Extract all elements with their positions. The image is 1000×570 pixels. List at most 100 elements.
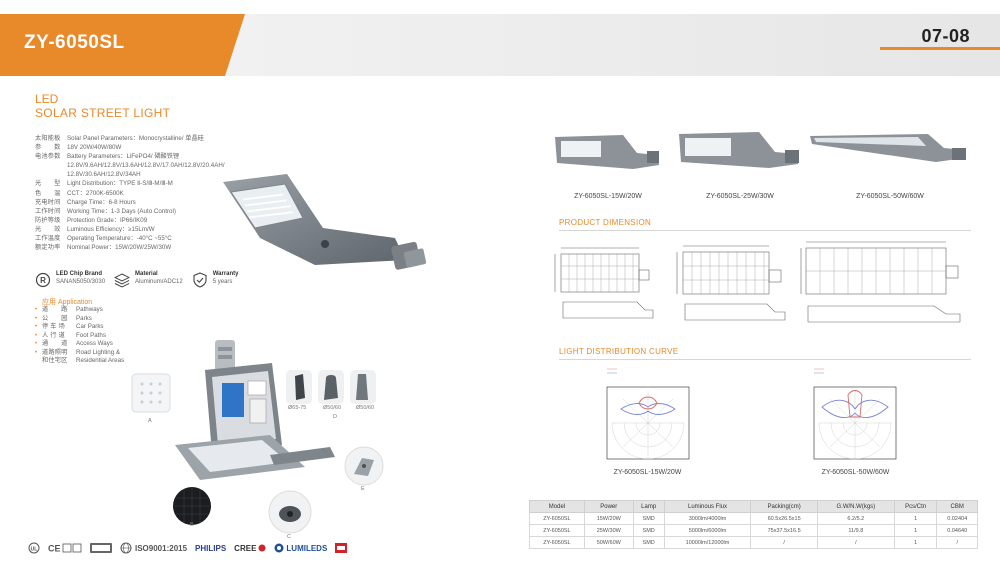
dimension-drawing-small — [554, 247, 654, 319]
table-cell: 1 — [893, 524, 938, 537]
material-layers-icon — [114, 273, 131, 288]
table-cell: / — [750, 536, 818, 549]
table-header-cell: Pcs/Ctn — [893, 500, 938, 513]
table-cell: SMD — [632, 524, 665, 537]
spec-item: 12.8V/9.6AH/12.8V/13.6AH/12.8V/17.0AH/12… — [67, 162, 225, 170]
table-row: ZY-6050SL 50W/60W SMD 10000lm/12000lm / … — [529, 536, 978, 549]
table-cell: 0.02404 — [936, 512, 978, 525]
iso-certificate: ISO9001:2015 — [120, 542, 187, 554]
part-d-diameter-1: Ø65-75 — [288, 405, 307, 411]
iso-text: ISO9001:2015 — [135, 543, 188, 553]
ul-mark-icon: UL — [28, 542, 40, 554]
product-subtitle: SOLAR STREET LIGHT — [35, 106, 171, 120]
table-cell: 6.2/5.2 — [816, 512, 895, 525]
table-row: ZY-6050SL 15W/20W SMD 3000lm/4000lm 60.5… — [529, 512, 978, 525]
part-a-label: A — [148, 418, 152, 424]
part-b-label: B — [190, 522, 194, 528]
light-distribution-title: LIGHT DISTRIBUTION CURVE — [559, 347, 679, 356]
table-header-cell: Luminous Flux — [663, 500, 752, 513]
table-cell: 1 — [893, 536, 938, 549]
table-cell: 75x37.5x16.5 — [750, 524, 818, 537]
table-cell: 11/9.8 — [816, 524, 895, 537]
part-e-bracket-image — [344, 446, 384, 486]
table-header-cell: Lamp — [632, 500, 665, 513]
table-cell: ZY-6050SL — [529, 536, 585, 549]
hero-street-light-image — [223, 174, 427, 270]
polar-curve-50w-60w — [813, 368, 897, 460]
table-cell: / — [816, 536, 895, 549]
table-header-cell: CBM — [936, 500, 978, 513]
brand-mark-icon — [335, 543, 348, 553]
lumileds-logo: LUMILEDS — [274, 543, 327, 553]
part-e-label: E — [361, 486, 365, 492]
rohs-badge-icon — [90, 543, 112, 553]
table-cell: SMD — [632, 536, 665, 549]
table-header-cell: Packing(cm) — [750, 500, 818, 513]
variant-15w-20w-image — [555, 135, 659, 169]
certification-footer: UL CE ISO9001:2015 PHILIPS CREE LUMILEDS — [28, 541, 355, 555]
section-divider — [559, 230, 971, 231]
led-chip-icon: R — [35, 272, 51, 288]
svg-text:UL: UL — [31, 546, 38, 552]
variant-25w-30w-image — [679, 132, 799, 168]
table-header-cell: G.W/N.W(kgs) — [816, 500, 895, 513]
application-title: 应用 Application — [42, 299, 93, 306]
table-cell: / — [936, 536, 978, 549]
variant-15w-20w-caption: ZY-6050SL-15W/20W — [574, 193, 642, 200]
led-label: LED — [35, 92, 59, 106]
table-cell: 3000lm/4000lm — [663, 512, 752, 525]
dimension-drawing-large — [800, 241, 961, 323]
variant-50w-60w-image — [810, 134, 966, 162]
spec-item: 12.8V/30.6AH/12.8V/34AH — [67, 171, 141, 179]
table-row: ZY-6050SL 25W/30W SMD 5000lm/6000lm 75x3… — [529, 524, 978, 537]
part-b-solar-panel-image — [173, 487, 211, 525]
part-d-diameter-2: Ø50/60 — [323, 405, 342, 411]
part-c-sensor-image — [268, 490, 312, 534]
part-c-label: C — [287, 534, 291, 540]
svg-text:CE: CE — [48, 544, 61, 554]
exploded-view-image — [175, 340, 335, 480]
table-cell: 50W/60W — [583, 536, 634, 549]
part-d-mounting-arms-image — [286, 370, 376, 404]
specification-table: Model Power Lamp Luminous Flux Packing(c… — [529, 500, 978, 549]
part-a-led-module-image — [131, 373, 171, 413]
iso-globe-icon — [120, 542, 132, 554]
table-header-cell: Power — [583, 500, 634, 513]
page-number-underline — [880, 47, 1000, 50]
table-cell: ZY-6050SL — [529, 512, 585, 525]
page-number: 07-08 — [921, 26, 970, 46]
table-cell: 10000lm/12000lm — [663, 536, 752, 549]
polar-curve-15w-20w — [606, 368, 690, 460]
product-code: ZY-6050SL — [24, 32, 125, 53]
table-cell: 0.04640 — [936, 524, 978, 537]
section-divider — [559, 359, 971, 360]
table-cell: SMD — [632, 512, 665, 525]
part-d-diameter-3: Ø50/60 — [356, 405, 375, 411]
title-banner-shape — [0, 14, 245, 76]
variant-25w-30w-caption: ZY-6050SL-25W/30W — [706, 193, 774, 200]
ce-mark-icon: CE — [48, 542, 82, 554]
svg-text:R: R — [40, 276, 46, 285]
polar-curve-50w-60w-caption: ZY-6050SL-50W/60W — [821, 469, 890, 476]
part-d-label: D — [333, 414, 337, 420]
